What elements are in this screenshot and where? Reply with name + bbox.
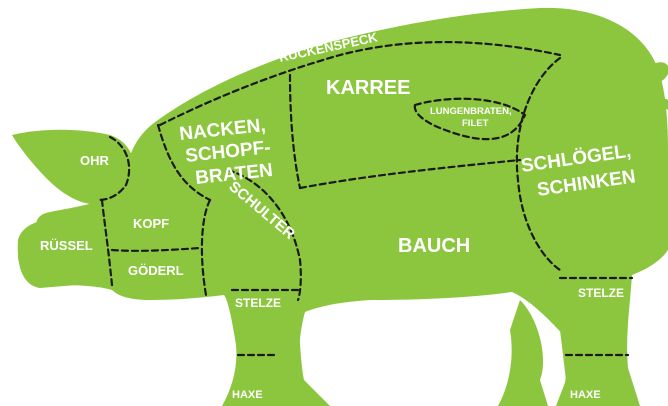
label-ruessel: RÜSSEL	[40, 238, 93, 253]
label-haxe-rear: HAXE	[570, 389, 601, 401]
label-lungenbraten-line2: FILET	[462, 118, 489, 129]
label-kopf: KOPF	[133, 216, 169, 231]
label-stelze-rear: STELZE	[578, 286, 624, 300]
label-ohr: OHR	[80, 153, 110, 168]
label-karree: KARREE	[326, 77, 410, 99]
pig-silhouette	[12, 8, 668, 406]
label-haxe-front: HAXE	[232, 389, 263, 401]
label-goederl: GÖDERL	[128, 263, 184, 278]
label-stelze-front: STELZE	[235, 296, 281, 310]
label-lungenbraten-line1: LUNGENBRATEN,	[430, 106, 512, 117]
label-bauch: BAUCH	[398, 235, 470, 257]
